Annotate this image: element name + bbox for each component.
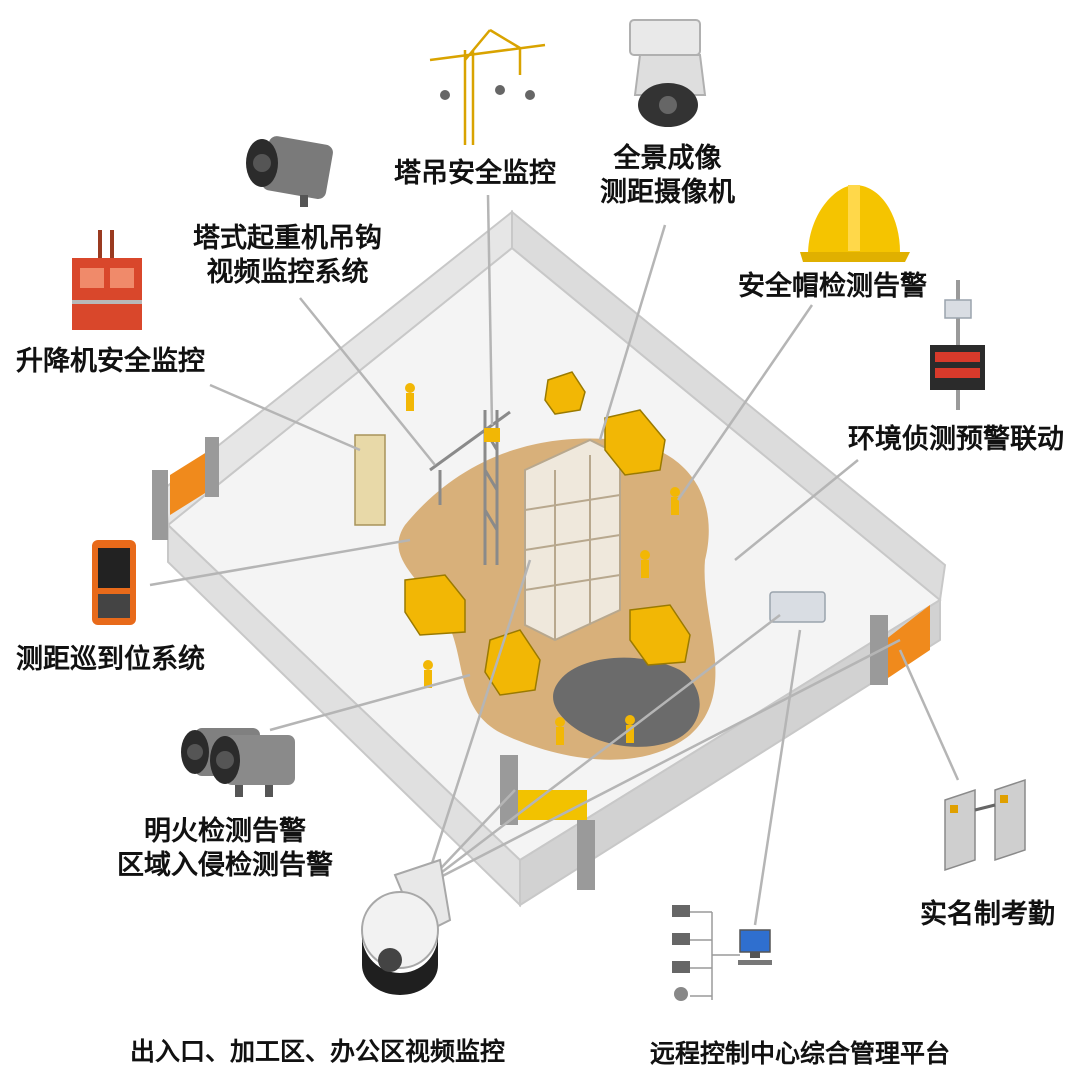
label-remote-platform: 远程控制中心综合管理平台 xyxy=(650,1038,950,1069)
leader-panorama xyxy=(598,224,667,441)
patrol-system-text: 测距巡到位系统 xyxy=(16,644,205,675)
bulldozer xyxy=(484,629,541,696)
forklift xyxy=(544,371,586,415)
label-tower-crane-safety: 塔吊安全监控 xyxy=(394,157,556,191)
left-gate-post xyxy=(152,470,168,540)
label-crane-hook-video: 塔式起重机吊钩 视频监控系统 xyxy=(193,222,382,290)
leader-attendance xyxy=(898,649,960,781)
leader-dome-4 xyxy=(424,638,901,887)
monitoring-network-icon xyxy=(672,905,772,1001)
leader-remote xyxy=(753,629,802,926)
safety-helmet-icon xyxy=(800,185,910,262)
fire-detection-text: 明火检测告警 xyxy=(144,816,306,847)
handheld-terminal-icon xyxy=(92,540,136,625)
tower-crane-icon xyxy=(429,28,546,145)
label-hoist-safety: 升降机安全监控 xyxy=(16,345,205,379)
workers xyxy=(405,383,680,745)
panorama-camera-line-2: 测距摄像机 xyxy=(600,176,735,208)
front-right-wall xyxy=(519,598,941,907)
leader-lines xyxy=(149,194,960,926)
front-gate-post xyxy=(500,755,518,825)
control-box xyxy=(769,591,826,623)
scene-machines xyxy=(354,371,826,696)
environment-alarm-text: 环境侦测预警联动 xyxy=(848,424,1064,455)
left-gate-barrier xyxy=(170,450,210,515)
entrance-video-text: 出入口、加工区、办公区视频监控 xyxy=(130,1037,506,1066)
dual-camera-icon xyxy=(181,728,295,797)
crane-hook-video-line-2: 视频监控系统 xyxy=(206,256,369,288)
leader-hoist xyxy=(209,383,361,452)
label-helmet-alarm: 安全帽检测告警 xyxy=(738,270,927,304)
right-gate-barrier xyxy=(885,605,930,680)
leader-environment xyxy=(734,459,859,561)
leader-fire xyxy=(269,673,471,732)
crane-cab xyxy=(484,428,500,442)
leader-helmet xyxy=(676,304,814,501)
excavator xyxy=(629,604,691,666)
panorama-camera-line-1: 全景成像 xyxy=(613,143,722,174)
building-frame xyxy=(524,438,621,642)
label-panorama-camera: 全景成像 测距摄像机 xyxy=(600,142,735,210)
label-patrol-system: 测距巡到位系统 xyxy=(16,643,205,677)
left-gate-post-2 xyxy=(205,437,219,497)
intrusion-detection-text: 区域入侵检测告警 xyxy=(117,849,333,881)
dump-truck xyxy=(404,574,466,636)
hoist-safety-text: 升降机安全监控 xyxy=(16,346,205,377)
label-entrance-video: 出入口、加工区、办公区视频监控 xyxy=(130,1036,505,1067)
label-real-name-attendance: 实名制考勤 xyxy=(920,898,1055,932)
remote-platform-text: 远程控制中心综合管理平台 xyxy=(650,1039,951,1068)
excavation-pit xyxy=(553,657,700,747)
leader-crane-hook xyxy=(299,297,436,466)
turnstile-gate-icon xyxy=(944,778,1026,872)
real-name-attendance-text: 实名制考勤 xyxy=(920,899,1055,930)
front-gate-post-2 xyxy=(577,820,595,890)
leader-tower-crane xyxy=(486,194,494,426)
environment-monitor-icon xyxy=(930,280,985,410)
ptz-dome-camera-icon xyxy=(629,19,707,127)
label-environment-alarm: 环境侦测预警联动 xyxy=(848,423,1064,457)
tower-crane-safety-text: 塔吊安全监控 xyxy=(394,158,556,189)
leader-dome-3 xyxy=(424,614,781,886)
hoist-icon xyxy=(72,230,142,330)
crane-hook-video-line-1: 塔式起重机吊钩 xyxy=(193,223,382,254)
helmet-alarm-text: 安全帽检测告警 xyxy=(738,271,927,302)
bullet-camera-icon xyxy=(246,136,333,207)
mixer-truck xyxy=(604,409,666,476)
label-fire-intrusion: 明火检测告警 区域入侵检测告警 xyxy=(117,815,333,883)
leader-dome-1 xyxy=(423,559,532,886)
construction-site-plot xyxy=(152,209,947,908)
front-gate-barrier xyxy=(512,790,587,820)
speed-dome-camera-icon xyxy=(361,858,452,995)
leader-patrol xyxy=(149,538,411,587)
